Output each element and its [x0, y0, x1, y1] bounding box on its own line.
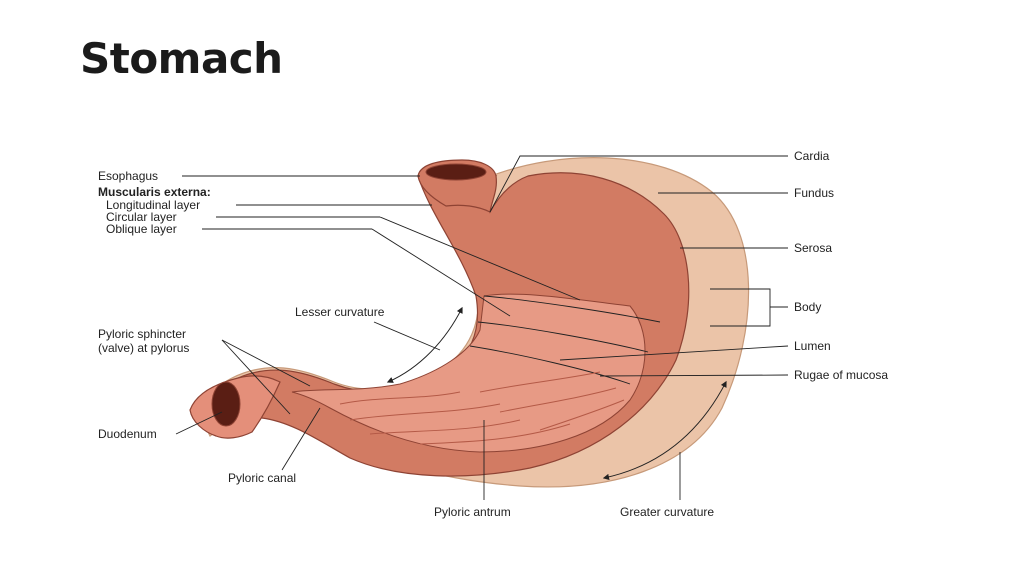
layer-band-2: [477, 321, 649, 353]
label-cardia: Cardia: [794, 149, 830, 163]
label-duodenum: Duodenum: [98, 427, 157, 441]
greater-curvature-arrow: [602, 380, 727, 481]
label-serosa: Serosa: [794, 241, 832, 255]
label-longitudinal-layer: Longitudinal layer: [106, 198, 200, 212]
label-esophagus: Esophagus: [98, 169, 158, 183]
leader-lines: [175, 155, 789, 500]
page-title: Stomach: [80, 34, 283, 83]
label-oblique-layer: Oblique layer: [106, 222, 177, 236]
label-circular-layer: Circular layer: [106, 210, 177, 224]
label-pyloric-canal: Pyloric canal: [228, 471, 296, 485]
label-greater-curvature: Greater curvature: [620, 505, 714, 519]
label-muscularis-externa: Muscularis externa:: [98, 185, 211, 199]
layer-band-1: [483, 295, 661, 323]
label-pyloric-sphincter-line1: Pyloric sphincter: [98, 327, 186, 341]
layer-band-3: [469, 345, 631, 385]
lesser-curvature-arrow: [386, 306, 463, 383]
label-rugae-of-mucosa: Rugae of mucosa: [794, 368, 888, 382]
label-lesser-curvature: Lesser curvature: [295, 305, 385, 319]
esophagus-opening: [425, 163, 487, 181]
label-pyloric-sphincter-line2: (valve) at pylorus: [98, 341, 189, 355]
label-pyloric-antrum: Pyloric antrum: [434, 505, 511, 519]
label-lumen: Lumen: [794, 339, 831, 353]
duodenum-opening: [211, 381, 241, 427]
label-fundus: Fundus: [794, 186, 834, 200]
label-body: Body: [794, 300, 821, 314]
